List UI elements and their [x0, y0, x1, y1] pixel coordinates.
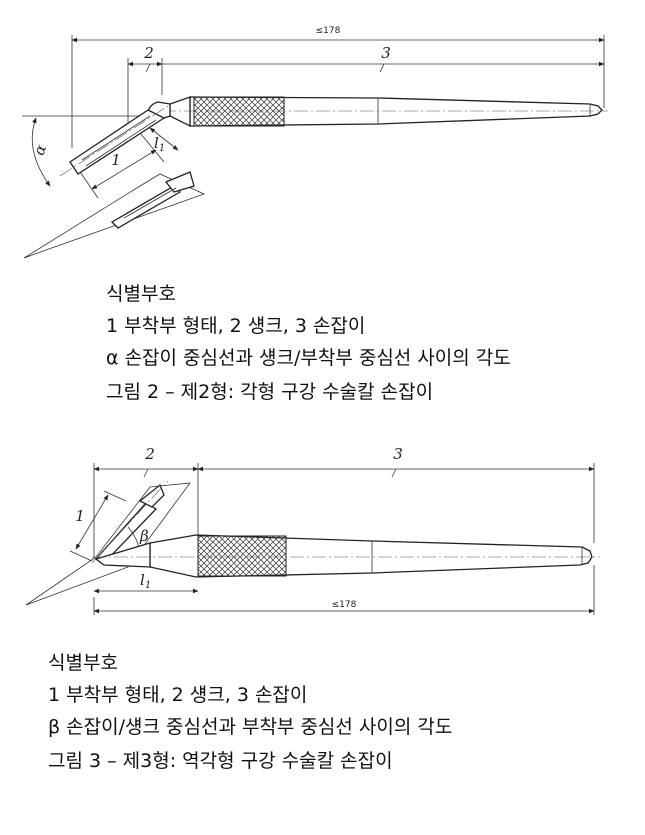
figure-3-caption: 그림 3 – 제3형: 역각형 구강 수술칼 손잡이 — [48, 750, 393, 773]
blade-detail — [25, 480, 191, 606]
dimension-l1: l1 — [93, 571, 199, 594]
figure-2-legend-title: 식별부호 — [106, 283, 176, 305]
angle-beta-label: β — [139, 527, 149, 545]
dimension-total-label: ≤178 — [316, 26, 341, 36]
figure-3-legend-line-2: β 손잡이/섕크 중심선과 부착부 중심선 사이의 각도 — [48, 715, 453, 738]
dimension-2-label: 2 — [144, 445, 155, 463]
dimension-parts: 2 3 — [127, 44, 605, 130]
figure-2-legend: 식별부호 1 부착부 형태, 2 섕크, 3 손잡이 α 손잡이 중심선과 섕크… — [106, 283, 511, 404]
dimension-l1-label: l1 — [154, 134, 165, 154]
dimension-1-label: 1 — [75, 507, 85, 525]
dimension-total: ≤178 — [71, 26, 605, 148]
dimension-3-label: 3 — [393, 445, 403, 463]
dimension-1-label: 1 — [111, 151, 121, 169]
scalpel-handle — [92, 534, 600, 578]
dimension-l1: l1 — [149, 127, 179, 154]
dimension-total-label: ≤178 — [332, 600, 357, 610]
figure-2-legend-line-1: 1 부착부 형태, 2 섕크, 3 손잡이 — [106, 314, 366, 337]
figure-2-drawing: ≤178 2 3 α l1 1 — [22, 26, 608, 259]
figure-2-legend-line-2: α 손잡이 중심선과 섕크/부착부 중심선 사이의 각도 — [106, 346, 511, 369]
blade-attachment — [59, 105, 169, 177]
dimension-total: ≤178 — [93, 565, 595, 615]
dimension-3-label: 3 — [381, 44, 391, 62]
dimension-l1-label: l1 — [140, 571, 151, 591]
figure-2-caption: 그림 2 – 제2형: 각형 구강 수술칼 손잡이 — [106, 381, 434, 404]
angle-alpha-label: α — [30, 142, 50, 158]
figure-3-legend: 식별부호 1 부착부 형태, 2 섕크, 3 손잡이 β 손잡이/섕크 중심선과… — [48, 652, 452, 773]
figure-3-drawing: 2 3 1 β l1 ≤178 — [25, 445, 600, 615]
figure-3-legend-title: 식별부호 — [48, 652, 118, 674]
blade-detail — [23, 171, 206, 259]
dimension-1: 1 — [69, 490, 127, 562]
scalpel-handle — [162, 96, 608, 128]
dimension-2-label: 2 — [143, 44, 154, 62]
figure-3-legend-line-1: 1 부착부 형태, 2 섕크, 3 손잡이 — [48, 683, 308, 706]
